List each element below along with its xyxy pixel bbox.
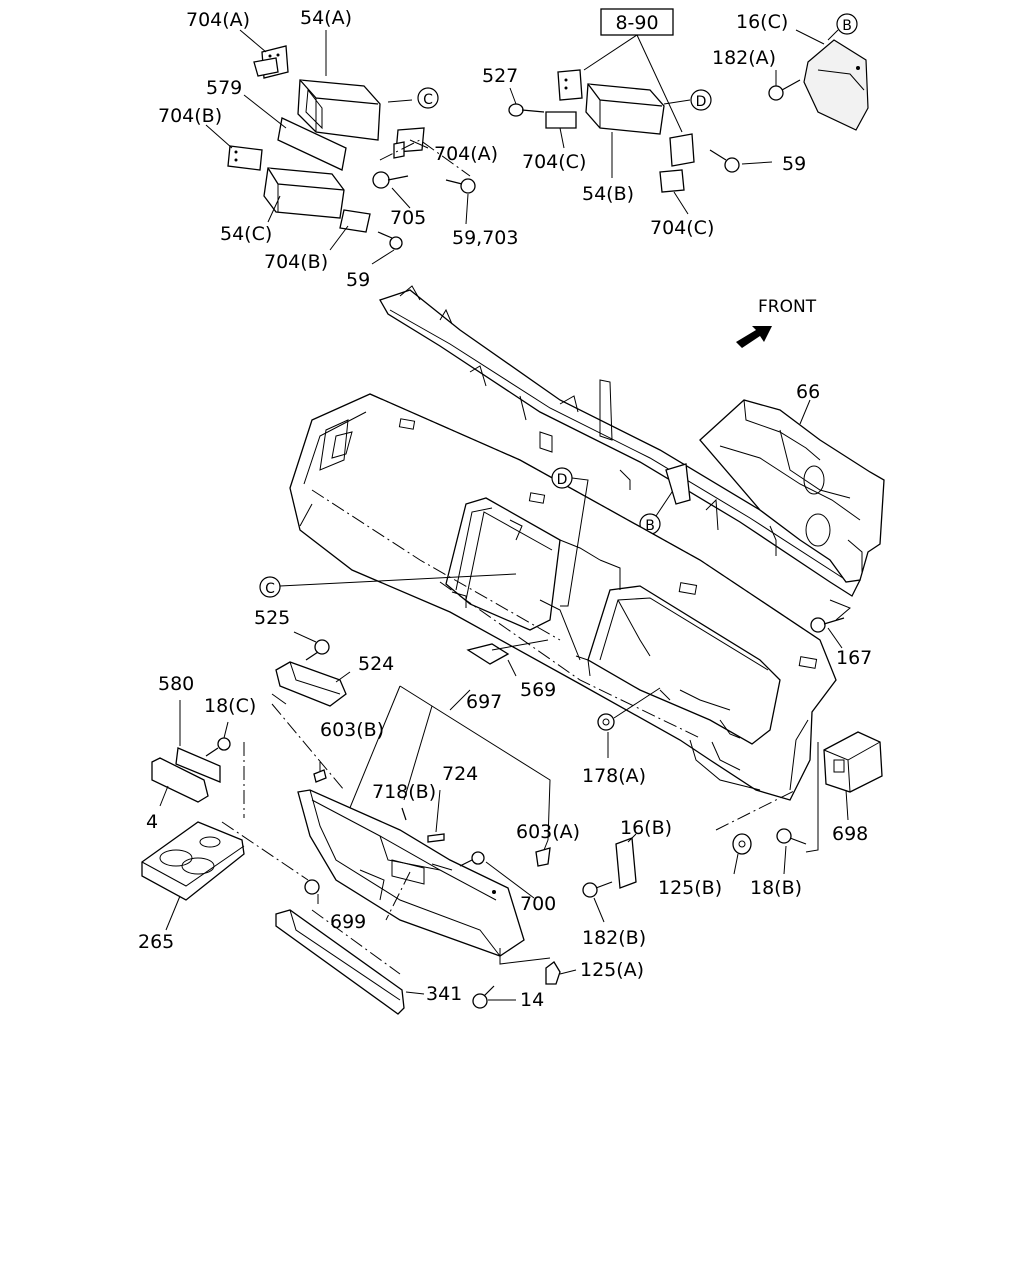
label-14: 14 — [520, 989, 544, 1011]
pocket-54c — [263, 167, 345, 219]
clip-603a — [535, 847, 551, 867]
screw-167 — [810, 617, 845, 633]
label-66: 66 — [796, 381, 820, 403]
plate-579 — [277, 117, 347, 171]
callout-b-top-letter: B — [842, 18, 852, 34]
label-524: 524 — [358, 653, 394, 675]
label-16c: 16(C) — [736, 11, 788, 33]
label-54c: 54(C) — [220, 223, 272, 245]
callout-b-mid-letter: B — [645, 518, 655, 534]
clip-125a — [545, 961, 561, 985]
label-59-left: 59 — [346, 269, 370, 291]
screw-699 — [304, 879, 320, 895]
clip-603b — [313, 769, 327, 783]
screw-700 — [459, 851, 485, 867]
label-125b: 125(B) — [658, 877, 722, 899]
label-18b: 18(B) — [750, 877, 802, 899]
label-front: FRONT — [758, 297, 817, 317]
label-704a-mid: 704(A) — [434, 143, 498, 165]
label-704c-b: 704(C) — [650, 217, 714, 239]
label-341: 341 — [426, 983, 462, 1005]
label-54a: 54(A) — [300, 7, 352, 29]
control-module-698 — [823, 731, 883, 793]
callout-c-mid — [259, 576, 281, 598]
label-704a-top: 704(A) — [186, 9, 250, 31]
label-527: 527 — [482, 65, 518, 87]
label-698: 698 — [832, 823, 868, 845]
label-704b-bottom: 704(B) — [264, 251, 328, 273]
callout-b-top — [836, 13, 858, 35]
reference-box-8-90 — [600, 8, 674, 36]
screw-182b — [582, 881, 613, 898]
label-697: 697 — [466, 691, 502, 713]
label-718b: 718(B) — [372, 781, 436, 803]
label-705: 705 — [390, 207, 426, 229]
screw-18c — [205, 737, 231, 757]
label-704b-top: 704(B) — [158, 105, 222, 127]
screw-14 — [472, 985, 495, 1009]
bracket-704a-mid — [393, 127, 425, 159]
label-167: 167 — [836, 647, 872, 669]
label-182a: 182(A) — [712, 47, 776, 69]
screw-705 — [372, 171, 409, 189]
label-16b: 16(B) — [620, 817, 672, 839]
bracket-704b-bottom — [339, 209, 371, 233]
pocket-54a — [297, 79, 381, 141]
label-59-right: 59 — [782, 153, 806, 175]
bracket-704c-b — [659, 133, 695, 193]
bracket-704b-top — [227, 145, 263, 171]
bracket-16b — [615, 837, 637, 889]
label-4: 4 — [146, 811, 158, 833]
callout-d-top — [690, 89, 712, 111]
plate-580 — [175, 747, 221, 783]
nut-178a — [597, 713, 615, 731]
label-125a: 125(A) — [580, 959, 644, 981]
glove-box-lid-341 — [275, 909, 405, 1015]
callout-c-mid-letter: C — [265, 581, 275, 597]
callout-c-top-letter: C — [423, 92, 433, 108]
label-182b: 182(B) — [582, 927, 646, 949]
reference-box-label: 8-90 — [615, 12, 658, 34]
screw-182a — [768, 79, 801, 101]
screw-527 — [508, 103, 545, 117]
lid-4 — [151, 757, 209, 803]
screw-59-left — [377, 231, 403, 250]
screw-525 — [305, 639, 330, 661]
label-569: 569 — [520, 679, 556, 701]
screw-59-703 — [445, 178, 476, 194]
clip-125b — [732, 833, 752, 855]
label-18c: 18(C) — [204, 695, 256, 717]
bracket-16c — [803, 39, 869, 131]
label-59-703: 59,703 — [452, 227, 518, 249]
screw-18b — [776, 828, 807, 845]
cup-holder-265 — [141, 821, 245, 901]
bracket-704c-a — [545, 69, 583, 129]
pocket-54b — [585, 83, 665, 135]
clip-569 — [466, 643, 510, 665]
label-603a: 603(A) — [516, 821, 580, 843]
front-arrow-icon — [736, 326, 772, 348]
label-525: 525 — [254, 607, 290, 629]
label-699: 699 — [330, 911, 366, 933]
glove-box-frame-697 — [297, 789, 525, 957]
label-724: 724 — [442, 763, 478, 785]
label-265: 265 — [138, 931, 174, 953]
callout-d-top-letter: D — [696, 94, 707, 110]
label-603b: 603(B) — [320, 719, 384, 741]
label-700: 700 — [520, 893, 556, 915]
callout-d-mid-letter: D — [557, 472, 568, 488]
garnish-524 — [275, 661, 347, 707]
label-704c-a: 704(C) — [522, 151, 586, 173]
label-579: 579 — [206, 77, 242, 99]
label-54b: 54(B) — [582, 183, 634, 205]
label-580: 580 — [158, 673, 194, 695]
bracket-704a-top — [253, 45, 289, 79]
instrument-panel-body — [289, 393, 837, 801]
screw-59-right — [709, 149, 740, 173]
cross-beam-66 — [379, 285, 885, 597]
label-178a: 178(A) — [582, 765, 646, 787]
callout-c-top — [417, 87, 439, 109]
